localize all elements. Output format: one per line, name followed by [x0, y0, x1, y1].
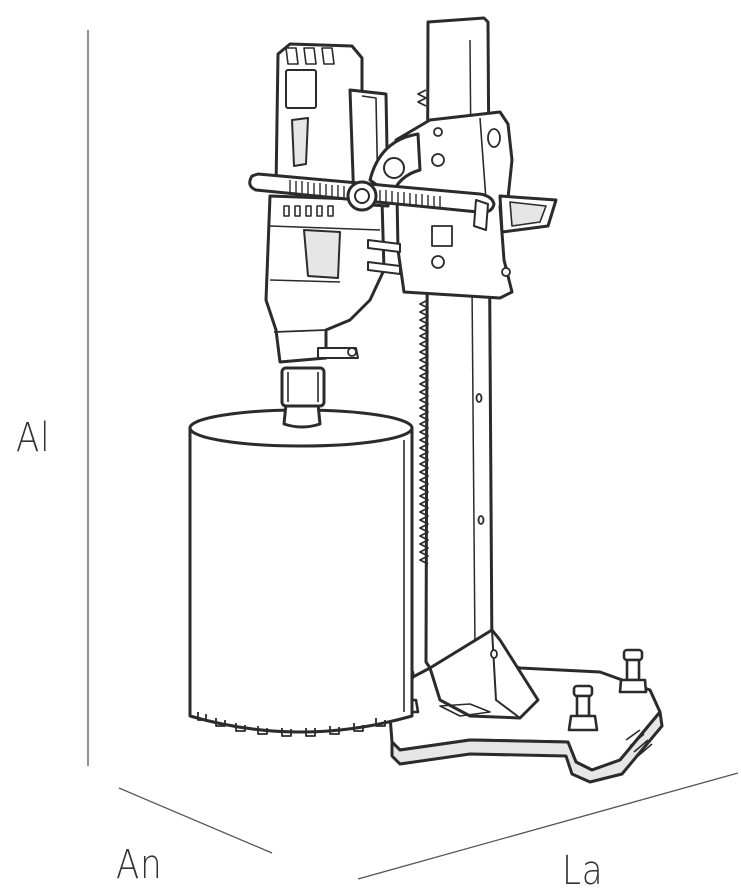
leveling-screw-back	[618, 648, 648, 694]
width-guide-line	[118, 787, 273, 854]
height-dimension-label: Al	[16, 415, 51, 461]
length-guide-line	[357, 772, 739, 880]
width-dimension-label: An	[116, 842, 163, 888]
core-bit-icon	[188, 366, 414, 737]
dimension-guides	[87, 30, 739, 880]
leveling-screw-front	[567, 684, 599, 732]
drill-motor-icon	[264, 42, 390, 364]
feed-handle-bar	[248, 172, 496, 231]
length-dimension-label: La	[562, 848, 604, 894]
